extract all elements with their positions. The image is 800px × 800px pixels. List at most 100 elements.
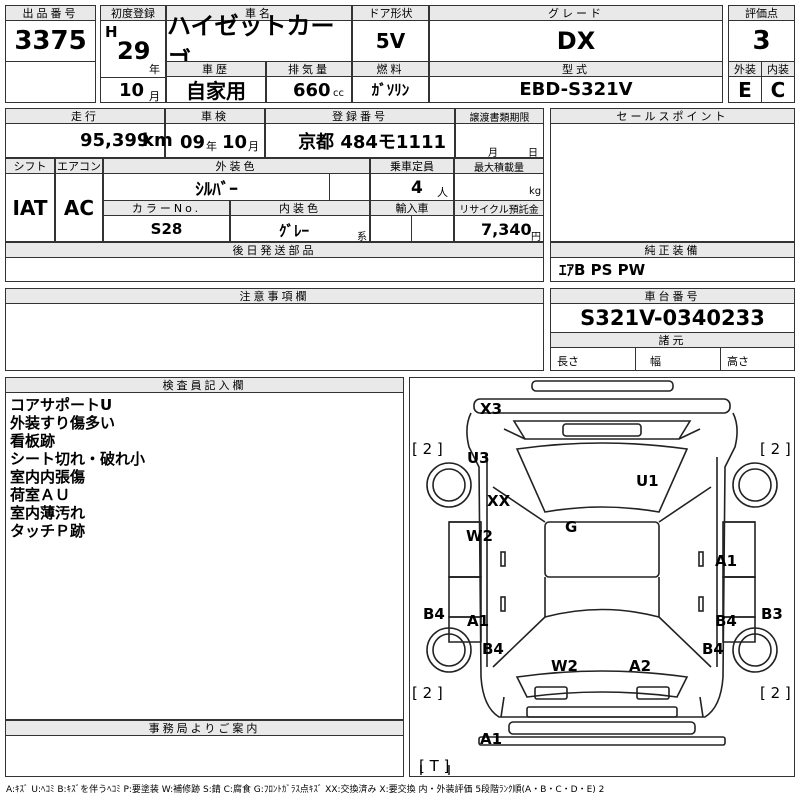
- capacity-cell: 4 人: [370, 173, 454, 201]
- insp-year-unit: 年: [206, 140, 217, 153]
- inspector-note: 荷室ＡＵ: [10, 486, 71, 504]
- car-name: ハイゼットカーゴ: [166, 12, 352, 75]
- mileage-label: 走行: [5, 108, 165, 124]
- width-cell: 幅: [635, 347, 721, 371]
- model-label: 型式: [429, 61, 723, 77]
- disp-unit: cc: [333, 88, 344, 99]
- lot-blank: [5, 61, 96, 103]
- mileage: 95,399: [80, 130, 150, 151]
- damage-mark: B4: [702, 640, 724, 658]
- import-b: [411, 215, 454, 242]
- insp-year: 09: [180, 132, 206, 153]
- inspection-cell: 09 年 10 月: [165, 123, 265, 158]
- int-score: C: [761, 76, 795, 103]
- door-type: 5V: [352, 20, 429, 62]
- fuel-label: 燃料: [352, 61, 429, 77]
- ext-label: 外装: [728, 61, 762, 77]
- damage-mark: A2: [629, 657, 652, 675]
- interior-unit: 系: [357, 232, 367, 243]
- lot-label: 出品番号: [5, 5, 96, 21]
- chassis-number: S321V-0340233: [550, 303, 795, 333]
- dimensions-label: 諸元: [550, 332, 795, 348]
- transfer-day: 日: [528, 148, 538, 159]
- door-label: ドア形状: [352, 5, 429, 21]
- damage-mark: B3: [761, 605, 783, 623]
- tire-tread: [ 2 ]: [412, 684, 443, 702]
- ext-score: E: [728, 76, 762, 103]
- door-handle-right-front: [698, 551, 704, 567]
- first-reg-label: 初度登録: [100, 5, 166, 21]
- inspector-note: コアサポートU: [10, 396, 113, 414]
- inspector-note: 室内薄汚れ: [10, 504, 86, 522]
- first-reg-year: 29: [117, 37, 151, 65]
- shift-label: シフト: [5, 158, 55, 174]
- damage-mark: W2: [466, 527, 493, 545]
- wheel-front-left: [426, 462, 472, 508]
- legend: A:ｷｽﾞ U:ﾍｺﾐ B:ｷｽﾞを伴うﾍｺﾐ P:要塗装 W:補修跡 S:錆 …: [6, 785, 605, 795]
- score-label: 評価点: [728, 5, 795, 21]
- history-label: 車歴: [166, 61, 266, 77]
- damage-mark: B4: [715, 612, 737, 630]
- load-cell: kg: [454, 173, 544, 201]
- length-cell: 長さ: [550, 347, 636, 371]
- office-label: 事務局よりご案内: [5, 720, 404, 736]
- color-number: S28: [103, 215, 230, 242]
- damage-mark: X3: [480, 400, 503, 418]
- year-unit: 年: [149, 63, 160, 76]
- spare-tire: [ T ]: [419, 757, 450, 775]
- first-reg-month-cell: 10 月: [100, 77, 166, 103]
- interior-cell: ｸﾞﾚｰ 系: [230, 215, 370, 243]
- colorno-label: カラーNo.: [103, 200, 230, 216]
- inspection-label: 車検: [165, 108, 265, 124]
- recycle-label: リサイクル預託金: [454, 200, 544, 216]
- damage-mark: G: [565, 518, 578, 536]
- regno-label: 登録番号: [265, 108, 455, 124]
- capacity-label: 乗車定員: [370, 158, 454, 174]
- capacity-unit: 人: [437, 186, 448, 199]
- tire-tread: [ 2 ]: [412, 440, 443, 458]
- width-label: 幅: [650, 355, 661, 368]
- inspector-notes: コアサポートU 外装すり傷多い 看板跡 シート切れ・破れ小 室内内張傷 荷室ＡＵ…: [5, 392, 404, 720]
- inspector-note: シート切れ・破れ小: [10, 450, 146, 468]
- transfer-month: 月: [488, 148, 498, 159]
- grade-label: グレード: [429, 5, 723, 21]
- recycle-fee: 7,340: [481, 220, 532, 239]
- month-unit: 月: [149, 90, 160, 103]
- damage-mark: U1: [636, 472, 659, 490]
- rear-glass: [515, 670, 689, 698]
- door-handle-right-rear: [698, 596, 704, 612]
- load-label: 最大積載量: [454, 158, 544, 174]
- car-history: 自家用: [166, 76, 266, 103]
- sales-point-area: [550, 123, 795, 242]
- capacity: 4: [411, 178, 423, 198]
- damage-mark: A1: [480, 730, 503, 748]
- length-label: 長さ: [557, 355, 579, 368]
- car-diagram-frame: [409, 377, 795, 777]
- car-diagram: [420, 380, 778, 775]
- wheel-front-right: [732, 462, 778, 508]
- damage-mark: A1: [715, 552, 738, 570]
- damage-mark: U3: [467, 449, 490, 467]
- import-a: [370, 215, 412, 242]
- notes-area: [5, 303, 544, 371]
- model-code: EBD-S321V: [429, 76, 723, 103]
- damage-mark: A1: [467, 612, 490, 630]
- windshield: [515, 442, 689, 513]
- height-label: 高さ: [727, 355, 749, 368]
- wheel-rear-right: [732, 627, 778, 673]
- first-reg-month: 10: [119, 80, 145, 101]
- insp-month: 10: [222, 132, 248, 153]
- int-label: 内装: [761, 61, 795, 77]
- insp-month-unit: 月: [248, 140, 259, 153]
- exterior-color: ｼﾙﾊﾞｰ: [103, 173, 330, 201]
- later-parts-label: 後日発送部品: [5, 242, 544, 258]
- registration-number: 京都 484モ1111: [265, 123, 455, 158]
- inspector-note: 外装すり傷多い: [10, 414, 116, 432]
- equipment-label: 純正装備: [550, 242, 795, 258]
- inspector-label: 検査員記入欄: [5, 377, 404, 393]
- era: H: [105, 23, 118, 41]
- wheel-rear-left: [426, 627, 472, 673]
- inspector-note: 室内内張傷: [10, 468, 86, 486]
- interior-label: 内装色: [230, 200, 370, 216]
- disp-label: 排気量: [266, 61, 352, 77]
